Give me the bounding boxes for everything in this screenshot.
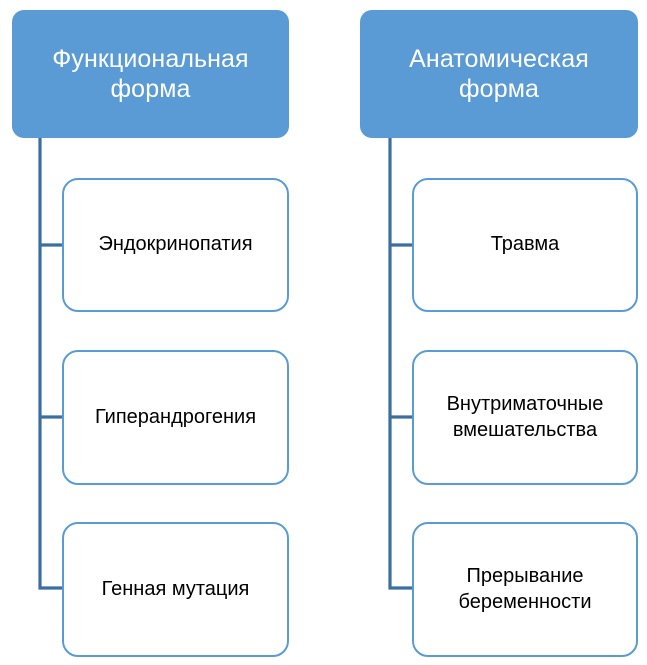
node-pregnancy-termination-label: Прерывание беременности bbox=[458, 564, 592, 613]
node-endocrinopathy: Эндокринопатия bbox=[62, 178, 289, 312]
branch-header-anatomical: Анатомическая форма bbox=[360, 10, 638, 138]
node-hyperandrogenism-label: Гиперандрогения bbox=[94, 405, 257, 428]
connector-left-trunk bbox=[38, 138, 62, 590]
node-trauma: Травма bbox=[412, 178, 638, 312]
node-gene-mutation: Генная мутация bbox=[62, 522, 289, 657]
branch-header-anatomical-label: Анатомическая форма bbox=[409, 44, 589, 104]
node-hyperandrogenism: Гиперандрогения bbox=[62, 350, 289, 485]
branch-header-functional: Функциональная форма bbox=[12, 10, 289, 138]
branch-header-functional-label: Функциональная форма bbox=[52, 44, 249, 104]
node-endocrinopathy-label: Эндокринопатия bbox=[98, 233, 253, 256]
connector-right-trunk bbox=[388, 138, 412, 590]
node-intrauterine-interventions-label: Внутриматочные вмешательства bbox=[446, 392, 604, 441]
node-gene-mutation-label: Генная мутация bbox=[101, 577, 250, 600]
node-intrauterine-interventions: Внутриматочные вмешательства bbox=[412, 350, 638, 485]
node-pregnancy-termination: Прерывание беременности bbox=[412, 522, 638, 657]
node-trauma-label: Травма bbox=[490, 233, 560, 256]
